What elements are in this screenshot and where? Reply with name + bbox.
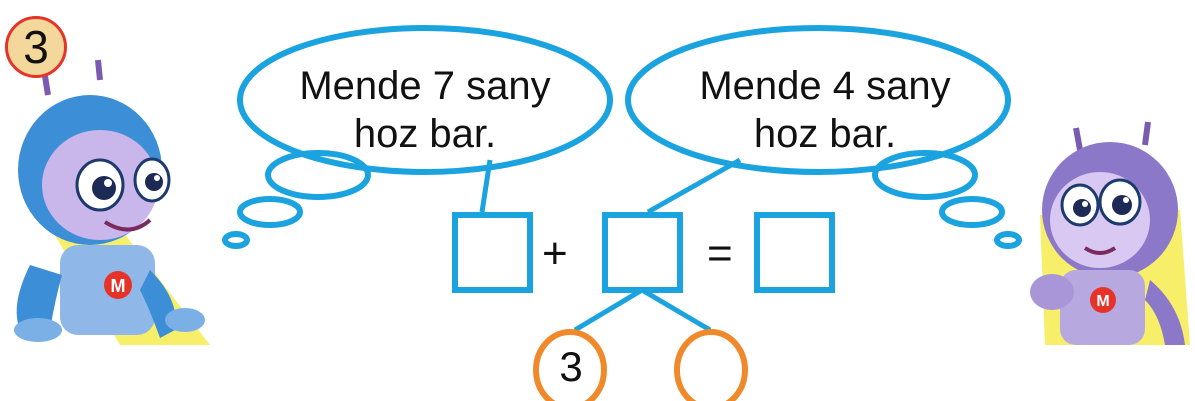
plus-sign: + — [542, 229, 568, 278]
task-number: 3 — [23, 21, 49, 73]
first-addend-box[interactable] — [452, 212, 533, 293]
decomposition-circle-right[interactable] — [674, 329, 748, 401]
svg-text:M: M — [1096, 293, 1109, 310]
decomposition-line-right — [640, 287, 712, 333]
decomposition-circle-left — [533, 329, 607, 401]
left-thought-bubble — [222, 25, 613, 249]
right-bubble-connector — [646, 157, 742, 215]
right-bubble-text: Mende 4 sany hoz bar. — [699, 64, 951, 156]
second-addend-box[interactable] — [602, 212, 683, 293]
task-number-badge: 3 — [5, 16, 67, 78]
equals-sign: = — [707, 229, 733, 278]
right-robot-illustration: M — [1030, 121, 1190, 345]
svg-text:M: M — [111, 276, 126, 296]
left-bubble-connector — [479, 159, 493, 213]
decomposition-line-left — [573, 287, 644, 333]
decomposition-left-value: 3 — [559, 343, 583, 390]
left-bubble-text: Mende 7 sany hoz bar. — [299, 64, 551, 156]
right-thought-bubble — [625, 25, 1022, 249]
sum-box[interactable] — [754, 212, 835, 293]
left-robot-illustration: M — [14, 59, 210, 345]
